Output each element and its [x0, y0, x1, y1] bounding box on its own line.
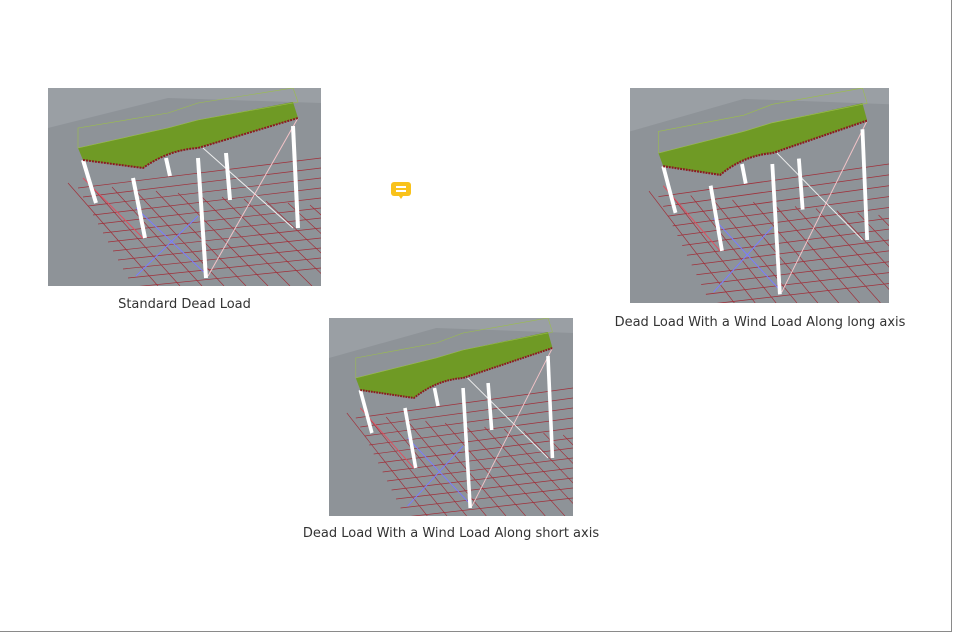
- caption-wind-short-axis: Dead Load With a Wind Load Along short a…: [302, 526, 600, 541]
- figure-wind-long-axis: [630, 88, 889, 303]
- structure-render: [48, 88, 321, 286]
- structure-render: [329, 318, 573, 516]
- figure-wind-short-axis: [329, 318, 573, 516]
- figure-standard-dead-load: [48, 88, 321, 286]
- structure-render: [630, 88, 889, 303]
- comment-icon[interactable]: [389, 180, 413, 202]
- caption-standard-dead-load: Standard Dead Load: [118, 297, 251, 312]
- caption-wind-long-axis: Dead Load With a Wind Load Along long ax…: [614, 315, 906, 330]
